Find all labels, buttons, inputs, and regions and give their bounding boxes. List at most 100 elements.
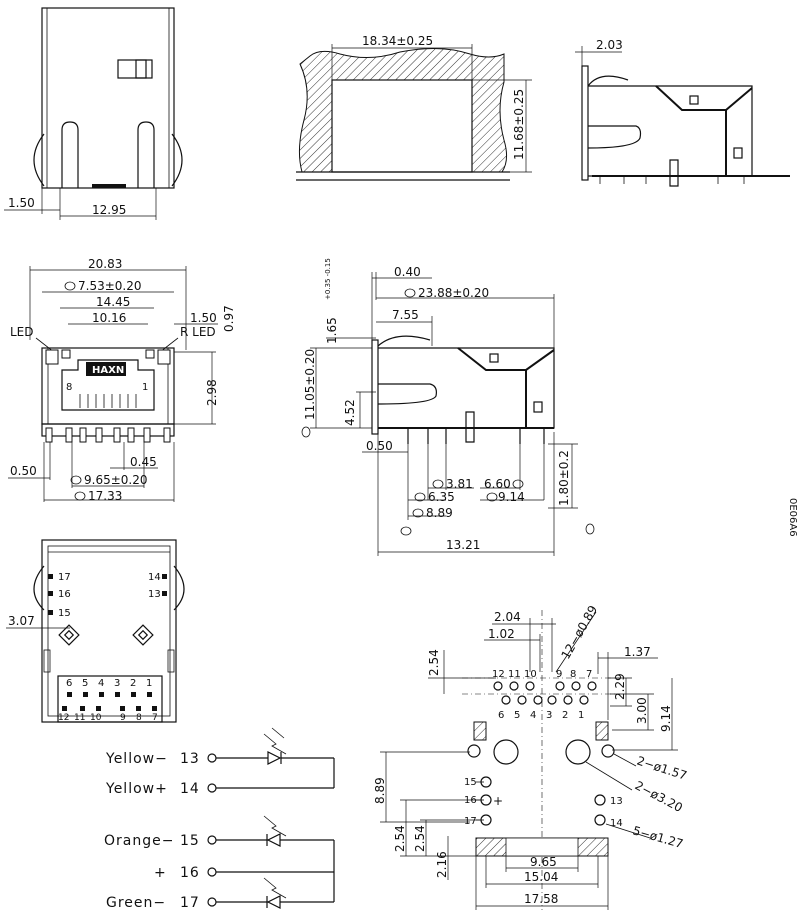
bottom-row2-pin-10: 10 bbox=[90, 713, 102, 723]
bottom-row1-pin-6: 6 bbox=[66, 678, 72, 689]
side-detail-dim-11-05: 11.05±0.20 bbox=[303, 349, 317, 420]
side-detail-dim-0-50: 0.50 bbox=[366, 439, 393, 453]
footprint-led-pin-17: 17 bbox=[464, 816, 477, 827]
footprint-dim-12-089: 12−ø0.89 bbox=[558, 603, 600, 661]
rj45-opening bbox=[61, 359, 155, 411]
led-schematic: Yellow− 13 Yellow+ 14 Orange− 15 + 16 Gr… bbox=[104, 727, 335, 911]
front-detail-dim-17-33: 17.33 bbox=[88, 489, 122, 503]
footprint-top-pin-10: 10 bbox=[524, 669, 537, 680]
schematic-label-green-minus: Green− bbox=[106, 895, 166, 911]
front-view-dim-1-50: 1.50 bbox=[8, 196, 35, 210]
bottom-row2-pin-9: 9 bbox=[120, 713, 126, 723]
front-detail-dim-0-45: 0.45 bbox=[130, 455, 157, 469]
bottom-row2-pin-7: 7 bbox=[152, 713, 158, 723]
rj45-pin-1: 1 bbox=[142, 382, 148, 393]
front-view: 1.50 12.95 bbox=[4, 7, 183, 220]
front-view-latch bbox=[117, 59, 153, 79]
footprint-top-pin-8: 8 bbox=[570, 669, 576, 680]
bottom-row1-pin-5: 5 bbox=[82, 678, 88, 689]
schematic-pin-15: 15 bbox=[180, 833, 200, 849]
schematic-pin-16: 16 bbox=[180, 865, 200, 881]
bottom-row1-pin-1: 1 bbox=[146, 678, 152, 689]
front-detail-left-led: LED bbox=[10, 325, 34, 339]
footprint-dim-2-04: 2.04 bbox=[494, 610, 521, 624]
bottom-row1-pin-4: 4 bbox=[98, 678, 104, 689]
front-detail-dim-9-65: 9.65±0.20 bbox=[84, 473, 148, 487]
schematic-pin-17: 17 bbox=[180, 895, 200, 911]
bottom-row2-pin-12: 12 bbox=[58, 713, 69, 723]
bottom-view: 17 16 15 14 13 3.07 6 5 4 3 2 1 12 bbox=[6, 539, 185, 723]
side-detail-dim-7-55: 7.55 bbox=[392, 308, 419, 322]
footprint-top-pin-12: 12 bbox=[492, 669, 505, 680]
pcb-footprint: 2.04 1.02 12−ø0.89 1.37 2.54 12 11 10 9 … bbox=[373, 603, 689, 910]
schematic-label-plus: + bbox=[154, 865, 167, 881]
front-detail-right-led: R LED bbox=[180, 325, 216, 339]
footprint-dim-1-02: 1.02 bbox=[488, 627, 515, 641]
bottom-view-body bbox=[41, 539, 177, 723]
front-detail-view: 20.83 7.53±0.20 14.45 10.16 1.50 0.97 LE… bbox=[8, 257, 236, 503]
schematic-label-orange-minus: Orange− bbox=[104, 833, 174, 849]
edge-text: 0E06A6 bbox=[787, 498, 798, 537]
front-detail-dim-2-98: 2.98 bbox=[205, 379, 219, 406]
footprint-top-pin-9: 9 bbox=[556, 669, 562, 680]
footprint-bottom-pin-5: 5 bbox=[514, 710, 520, 721]
footprint-plus-sign: + bbox=[493, 794, 503, 808]
side-detail-dim-4-52: 4.52 bbox=[343, 399, 357, 426]
schematic-pin-14: 14 bbox=[180, 781, 200, 797]
front-detail-dim-0-50: 0.50 bbox=[10, 464, 37, 478]
footprint-dim-2-54-a: 2.54 bbox=[427, 649, 441, 676]
bottom-row1-pin-2: 2 bbox=[130, 678, 136, 689]
side-detail-dim-1-80: 1.80±0.2 bbox=[557, 450, 571, 506]
front-view-dim-12-95: 12.95 bbox=[92, 203, 126, 217]
side-detail-dim-6-35: 6.35 bbox=[428, 490, 455, 504]
side-detail-dim-23-88: 23.88±0.20 bbox=[418, 286, 489, 300]
bottom-pin-14: 14 bbox=[148, 572, 161, 583]
front-detail-width-14-45: 14.45 bbox=[96, 295, 130, 309]
front-detail-width-10-16: 10.16 bbox=[92, 311, 126, 325]
led-diode-orange bbox=[266, 833, 281, 847]
footprint-bottom-pin-1: 1 bbox=[578, 710, 584, 721]
footprint-dim-8-89: 8.89 bbox=[373, 777, 387, 804]
footprint-dim-3-00: 3.00 bbox=[635, 697, 649, 724]
side-detail-view: 0.40 1.65 +0.35 -0.15 23.88±0.20 7.55 bbox=[301, 258, 595, 556]
right-led-window bbox=[157, 349, 171, 365]
bottom-row2-pin-11: 11 bbox=[74, 713, 85, 723]
bottom-row2-pin-8: 8 bbox=[136, 713, 142, 723]
footprint-dim-15-04: 15.04 bbox=[524, 870, 558, 884]
side-detail-dim-9-14: 9.14 bbox=[498, 490, 525, 504]
side-detail-dim-0-40: 0.40 bbox=[394, 265, 421, 279]
side-detail-dim-1-65: 1.65 bbox=[325, 317, 339, 344]
side-view-top: 2.03 bbox=[575, 38, 790, 187]
side-top-dim-2-03: 2.03 bbox=[596, 38, 623, 52]
cutout-opening bbox=[331, 79, 473, 173]
bottom-pin-13: 13 bbox=[148, 589, 161, 600]
footprint-bottom-pin-2: 2 bbox=[562, 710, 568, 721]
bottom-pin-17: 17 bbox=[58, 572, 71, 583]
footprint-dim-2-54-b: 2.54 bbox=[393, 825, 407, 852]
side-detail-pins bbox=[407, 411, 545, 444]
footprint-dim-2-16: 2.16 bbox=[435, 851, 449, 878]
footprint-led-pin-15: 15 bbox=[464, 777, 477, 788]
front-view-slot-left bbox=[61, 121, 79, 188]
bottom-pin-field bbox=[57, 675, 163, 723]
bottom-pin-16: 16 bbox=[58, 589, 71, 600]
bottom-pin-15: 15 bbox=[58, 608, 71, 619]
cutout-height: 11.68±0.25 bbox=[512, 89, 526, 160]
left-led-window bbox=[45, 349, 59, 365]
side-detail-dim-13-21: 13.21 bbox=[446, 538, 480, 552]
front-detail-pins bbox=[45, 427, 171, 443]
footprint-dim-9-65: 9.65 bbox=[530, 855, 557, 869]
side-detail-dim-8-89: 8.89 bbox=[426, 506, 453, 520]
bottom-row1-pin-3: 3 bbox=[114, 678, 120, 689]
rj45-contacts bbox=[79, 394, 137, 408]
footprint-top-pin-11: 11 bbox=[508, 669, 521, 680]
footprint-dim-1-37: 1.37 bbox=[624, 645, 651, 659]
front-detail-width-7-53: 7.53±0.20 bbox=[78, 279, 142, 293]
footprint-dim-2-29: 2.29 bbox=[613, 673, 627, 700]
footprint-dim-2-157: 2−ø1.57 bbox=[635, 754, 689, 783]
bottom-dim-3-07: 3.07 bbox=[8, 614, 35, 628]
footprint-dim-5-127: 5−ø1.27 bbox=[631, 823, 685, 851]
footprint-dim-2-54-c: 2.54 bbox=[413, 825, 427, 852]
cutout-view: 18.34±0.25 11.68±0.25 bbox=[296, 34, 532, 181]
